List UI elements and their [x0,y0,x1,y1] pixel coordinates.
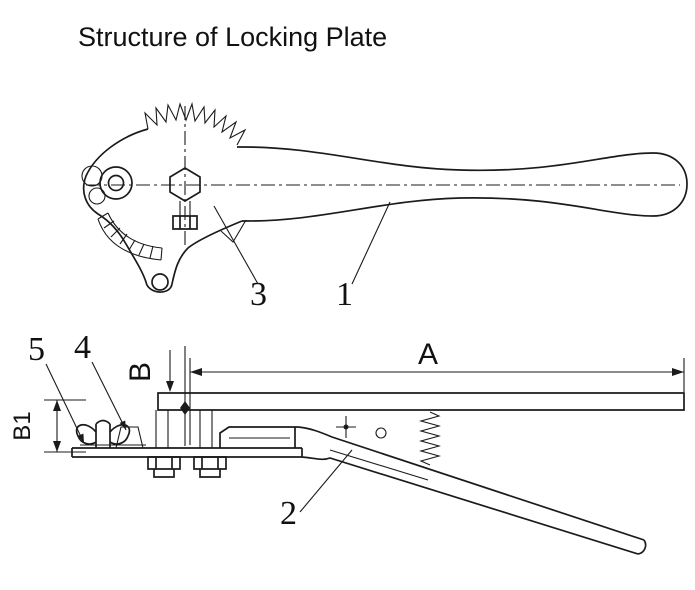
bolt-nut-right [193,456,227,478]
leader-part4 [91,361,127,431]
wing-nut-right-wing [109,423,131,445]
hex-nut [169,167,201,202]
dim-b1-arrow-bottom [53,441,61,452]
top-view: 3 1 [81,101,688,313]
lever-hole [375,427,387,439]
label-part4: 4 [74,329,91,366]
dim-b-arrow [166,381,174,392]
handle-outline [236,146,688,222]
dim-a-arrow-right [672,368,684,376]
wing-nut-body [95,419,111,448]
bolt-nut-left [147,456,181,478]
rivet-dot [343,424,349,430]
base-plate [71,447,303,458]
leader-part5 [45,363,85,444]
pivot-outer-circle [99,166,133,200]
label-part2: 2 [280,495,297,532]
center-mark-diamond [180,401,190,415]
ratchet-gear-teeth [144,101,247,146]
clamp-nut [115,426,144,449]
label-dim-b1: B1 [9,411,36,440]
latch-block [219,426,298,448]
lever-top-edge [297,426,645,541]
leader-part5-arrow [77,433,84,443]
quadrant-outer-arc [97,218,162,261]
dim-a-arrow-left [190,368,202,376]
dim-b1-arrow-top [53,400,61,411]
locking-bar [157,392,685,411]
bolt-shafts [155,410,213,448]
dim-b1-extensions [44,399,86,453]
clamp-lobe-upper [81,165,103,187]
lower-lobe-hole [151,273,169,291]
stud-lines [179,201,191,216]
pawl-flap [220,219,247,243]
clamp-lobe-lower [88,187,106,205]
leader-part4-arrow [119,420,126,430]
label-part5: 5 [28,331,45,368]
label-part1: 1 [336,276,353,313]
figure-title: Structure of Locking Plate [78,22,387,52]
leader-part1 [351,201,391,285]
head-plate-outline [82,128,243,293]
leader-part3 [213,205,259,285]
lever-tip [637,539,647,555]
quadrant-inner-arc [107,212,163,249]
leader-part2 [299,449,353,513]
label-dim-a: A [418,338,438,371]
label-dim-b: B [124,362,157,382]
bottom-view: A B B1 [9,329,685,555]
quadrant-graduation-ticks [97,212,163,261]
spring [418,411,442,466]
lock-nut [172,215,198,230]
lever-fold-line [329,449,429,481]
pivot-inner-circle [107,174,125,192]
lever-bottom-edge [301,456,639,555]
label-part3: 3 [250,276,267,313]
